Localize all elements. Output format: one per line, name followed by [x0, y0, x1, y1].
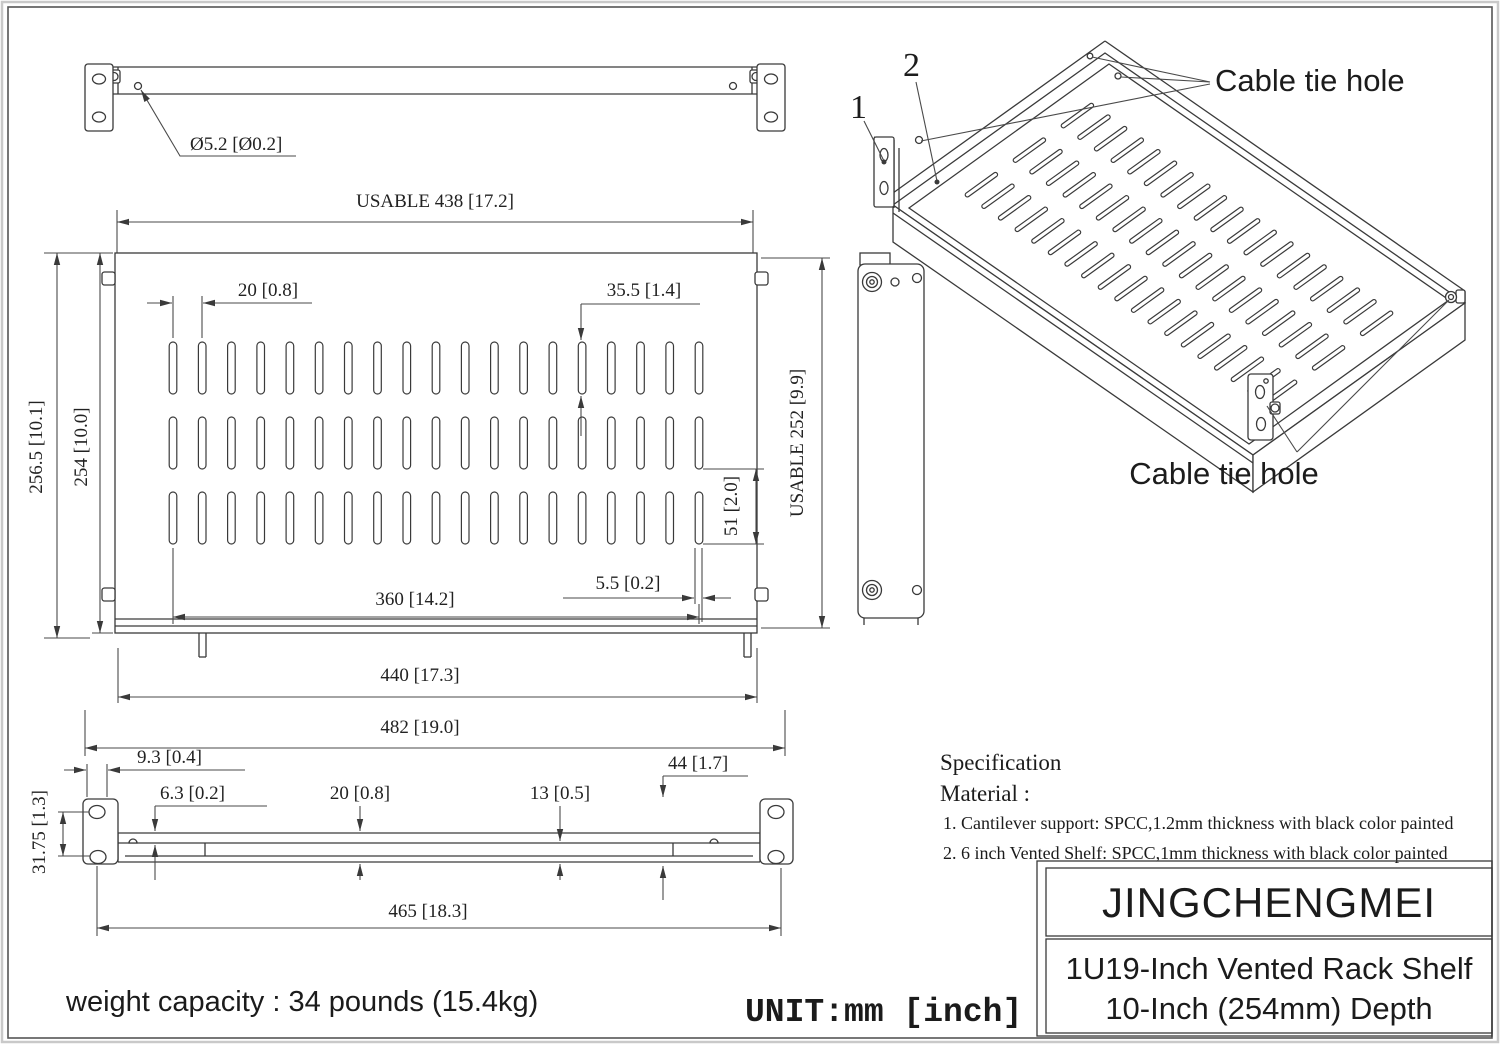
dim-slot-span: 360 [14.2]: [375, 589, 454, 610]
side-screw: [754, 587, 769, 602]
dim-shelf-height: 20 [0.8]: [330, 783, 390, 804]
callout-2-dot: [934, 179, 940, 185]
title-block: JINGCHENGMEI 1U19-Inch Vented Rack Shelf…: [1036, 860, 1493, 1037]
dim-hole-diameter: Ø5.2 [Ø0.2]: [190, 134, 282, 155]
side-screw: [101, 587, 116, 602]
product-title-line2: 10-Inch (254mm) Depth: [1105, 991, 1432, 1026]
top-view: 20 [0.8] 35.5 [1.4] 51 [2.0] 5.5 [0.2] 3…: [26, 252, 830, 756]
bracket-plate: [857, 263, 925, 619]
dim-length: 465 [18.3]: [388, 901, 467, 922]
cable-tie-bump: [709, 838, 719, 844]
bracket-tab: [859, 252, 891, 266]
callout-2: 2: [903, 47, 920, 84]
cable-tie-bump: [128, 838, 138, 844]
dim-depth: 254 [10.0]: [71, 407, 92, 486]
front-hole-left: [133, 81, 143, 91]
cable-tie-hole-label-top: Cable tie hole: [1215, 63, 1405, 98]
mount-ear-right: [756, 63, 786, 132]
iso-ear-left: [873, 136, 895, 208]
cable-tie-hole-label-bottom: Cable tie hole: [1129, 456, 1319, 491]
dim-width-inner: 440 [17.3]: [380, 665, 459, 686]
dim-mid-gap: 13 [0.5]: [530, 783, 590, 804]
front-hole-right: [728, 81, 738, 91]
dim-bracket-height: 44 [1.7]: [668, 753, 728, 774]
cable-tie-hole: [1263, 378, 1269, 384]
weight-capacity-note: weight capacity : 34 pounds (15.4kg): [65, 986, 538, 1018]
bracket-side-view: [857, 252, 925, 625]
dim-width-overall: 482 [19.0]: [380, 717, 459, 738]
callout-1: 1: [850, 89, 867, 126]
dim-lip-height: 6.3 [0.2]: [160, 783, 225, 804]
ear-screw: [1270, 403, 1280, 413]
dim-ear-offset: 9.3 [0.4]: [137, 747, 202, 768]
side-profile-view: 31.75 [1.3] 9.3 [0.4] 6.3 [0.2] 20 [0.8]…: [29, 747, 794, 936]
dim-slot-pitch: 20 [0.8]: [238, 280, 298, 301]
side-screw: [754, 271, 769, 286]
dim-usable-width: USABLE 438 [17.2]: [356, 191, 514, 212]
brand-name: JINGCHENGMEI: [1102, 879, 1436, 926]
isometric-view: 1 2 Cable tie hole Cable tie hole: [850, 40, 1467, 494]
dim-hole-spacing: 31.75 [1.3]: [29, 790, 50, 874]
dim-row-pitch: 51 [2.0]: [721, 476, 742, 536]
side-screw: [101, 271, 116, 286]
right-wall: [1252, 301, 1466, 494]
dim-usable-depth: USABLE 252 [9.9]: [787, 369, 808, 517]
cable-tie-hole: [914, 135, 924, 145]
vent-slots: [168, 341, 704, 545]
iso-vent-slots: [964, 102, 1394, 406]
cable-tie-hole: [1086, 52, 1094, 60]
mount-ear-left: [84, 63, 114, 132]
dim-slot-width: 5.5 [0.2]: [596, 573, 661, 594]
unit-note: UNIT:mm [inch]: [745, 994, 1022, 1031]
cable-tie-hole: [1114, 72, 1122, 80]
product-title-line1: 1U19-Inch Vented Rack Shelf: [1066, 951, 1473, 986]
spec-material-heading: Material :: [940, 781, 1030, 806]
drawing-frame: [7, 6, 1493, 1039]
front-view: Ø5.2 [Ø0.2] USABLE 438 [17.2]: [84, 63, 786, 253]
dim-slot-length: 35.5 [1.4]: [607, 280, 681, 301]
specification-block: Specification Material : 1. Cantilever s…: [940, 750, 1453, 863]
dim-depth-overall: 256.5 [10.1]: [26, 400, 47, 493]
spec-item-1: 1. Cantilever support: SPCC,1.2mm thickn…: [943, 813, 1453, 833]
spec-heading: Specification: [940, 750, 1062, 775]
spec-item-2: 2. 6 inch Vented Shelf: SPCC,1mm thickne…: [943, 843, 1448, 863]
callout-1-dot: [881, 159, 887, 165]
